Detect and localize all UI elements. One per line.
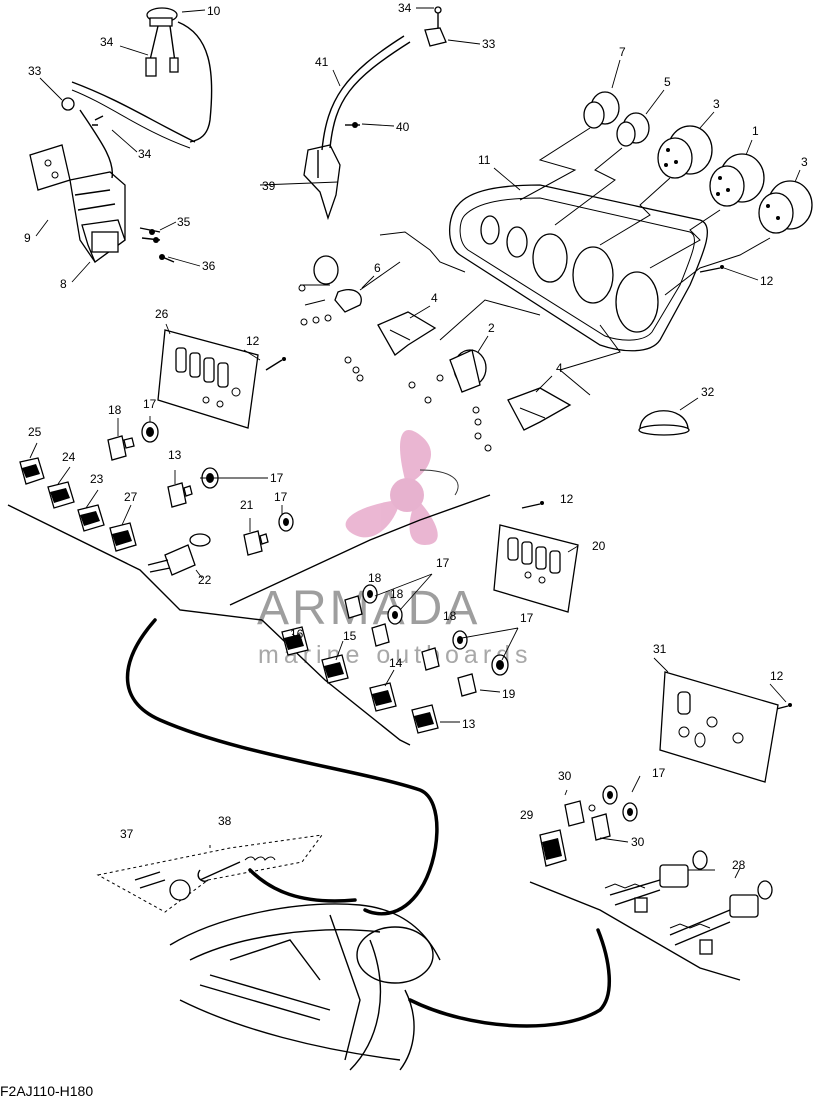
callout: 34: [398, 1, 412, 15]
callout: 31: [653, 642, 667, 656]
callout: 8: [60, 277, 67, 291]
callout: 29: [520, 808, 534, 822]
speed-sensor-bracket: [303, 6, 447, 221]
callout: 22: [198, 573, 212, 587]
cap-part: [639, 410, 689, 429]
meter-panel: [448, 184, 709, 352]
cable-kit-37-38: [96, 834, 324, 913]
callout: 30: [558, 769, 572, 783]
callout: 13: [462, 717, 476, 731]
callout-labels: 10 34 33 33 34 41 40 34 39 9 35 8 36 7 5…: [24, 1, 808, 872]
callout: 20: [592, 539, 606, 553]
callout: 33: [482, 37, 496, 51]
callout: 17: [270, 471, 284, 485]
callout: 23: [90, 472, 104, 486]
callout: 5: [664, 75, 671, 89]
switch-plate-31: [659, 671, 779, 783]
callout: 41: [315, 55, 329, 69]
callout: 17: [274, 490, 288, 504]
callout: 2: [488, 321, 495, 335]
callout: 17: [520, 611, 534, 625]
left-dash-switches: [7, 416, 294, 621]
callout: 19: [502, 687, 516, 701]
lower-right-switches: [529, 775, 773, 981]
callout: 30: [631, 835, 645, 849]
callout: 11: [478, 153, 491, 167]
main-harness: [125, 618, 611, 1028]
callout: 1: [752, 124, 759, 138]
callout: 12: [246, 334, 260, 348]
callout: 26: [155, 307, 169, 321]
callout: 13: [168, 448, 182, 462]
callout: 12: [560, 492, 574, 506]
console-outline: [169, 903, 441, 1071]
callout: 6: [374, 261, 381, 275]
callout: 21: [240, 498, 254, 512]
callout: 16: [290, 627, 304, 641]
callout: 14: [389, 656, 403, 670]
diagram-code: F2AJ110-H180: [0, 1083, 93, 1098]
callout: 36: [202, 259, 216, 273]
callout: 3: [713, 97, 720, 111]
callout: 4: [556, 361, 563, 375]
callout: 17: [652, 766, 666, 780]
callout: 3: [801, 155, 808, 169]
callout: 33: [28, 64, 42, 78]
callout: 10: [207, 4, 221, 18]
switch-box-assembly: [29, 7, 213, 264]
callout: 18: [390, 587, 404, 601]
meter-brackets: [298, 231, 621, 452]
callout: 38: [218, 814, 232, 828]
callout: 4: [431, 291, 438, 305]
callout: 12: [770, 669, 784, 683]
gauges: [519, 91, 813, 296]
callout: 18: [108, 403, 122, 417]
callout: 17: [436, 556, 450, 570]
callout: 28: [732, 858, 746, 872]
callout: 40: [396, 120, 410, 134]
center-dash-switches: [229, 494, 519, 746]
callout: 18: [443, 609, 457, 623]
callout: 32: [701, 385, 715, 399]
callout: 9: [24, 231, 31, 245]
callout: 27: [124, 490, 138, 504]
callout: 37: [120, 827, 134, 841]
callout: 18: [368, 571, 382, 585]
callout: 34: [138, 147, 152, 161]
switch-plate-26: [157, 329, 259, 429]
callout: 25: [28, 425, 42, 439]
callout: 17: [143, 397, 157, 411]
watermark-logo-mark: [345, 430, 459, 545]
callout: 7: [619, 45, 626, 59]
callout: 12: [760, 274, 774, 288]
callout: 24: [62, 450, 76, 464]
callout: 35: [177, 215, 191, 229]
callout: 15: [343, 629, 357, 643]
switch-plate-20: [493, 524, 579, 613]
callout: 39: [262, 179, 276, 193]
callout: 34: [100, 35, 114, 49]
callout-leaders: [35, 7, 801, 703]
